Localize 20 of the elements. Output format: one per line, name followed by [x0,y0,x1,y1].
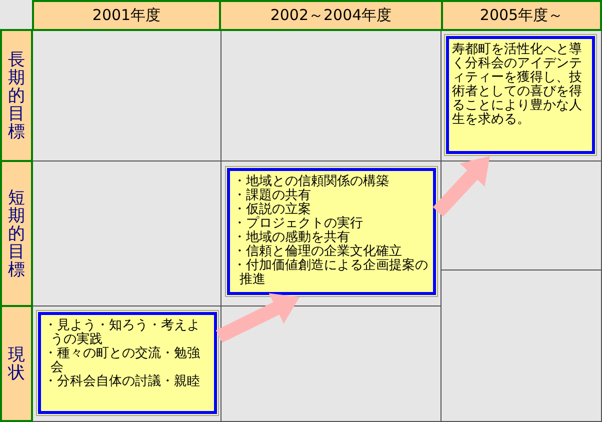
list-item: ・分科会自体の討議・親睦 [44,375,200,389]
list-item: ・プロジェクトの実行 [233,217,363,231]
row-header: 短期的目標 [0,160,33,307]
column-header: 2002～2004年度 [219,0,443,31]
list-item: ・課題の共有 [233,189,311,203]
column-header: 2005年度～ [441,0,602,31]
box-text: 寿都町を活性化へと導く分科会のアイデンティティーを獲得し、技術者としての喜びを得ることにより豊かな人生を求める。 [452,43,583,127]
text-box [225,166,438,297]
list-item: ・仮説の立案 [233,203,311,217]
list-item: ・種々の町との交流・勉強会 [44,347,201,375]
list-item: ・付加価値創造による企画提案の推進 [233,259,429,287]
list-item: ・地域の感動を共有 [233,231,350,245]
list-item: ・地域との信頼関係の構築 [233,175,389,189]
row-header: 現状 [0,305,33,422]
list-item: ・信頼と倫理の企業文化確立 [233,245,402,259]
text-box [36,310,219,416]
row-header: 長期的目標 [0,29,33,162]
text-box [444,34,597,156]
list-item: ・見よう・知ろう・考えようの実践 [44,319,201,347]
column-header: 2001年度 [32,0,221,31]
